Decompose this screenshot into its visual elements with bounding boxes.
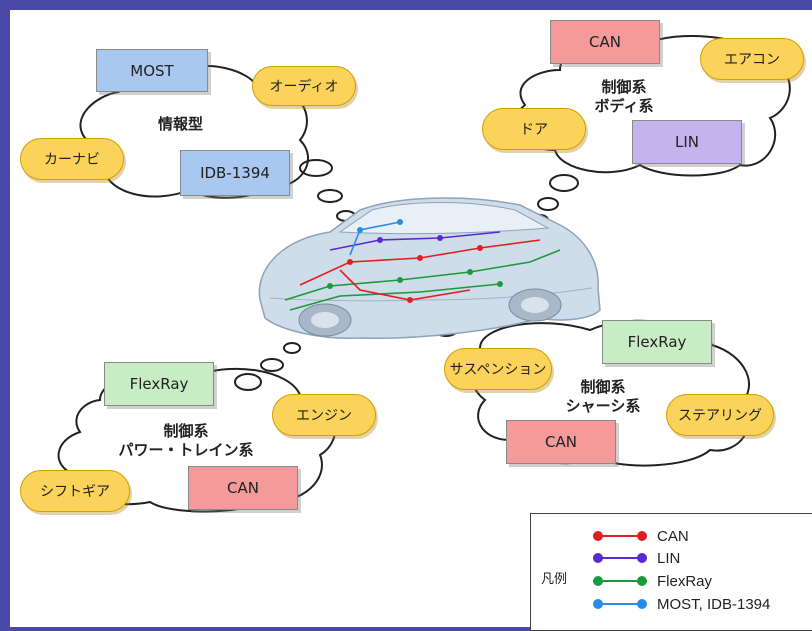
car-navi-device-pill: カーナビ: [20, 138, 124, 180]
bubble: [299, 159, 333, 177]
bubble: [234, 373, 262, 391]
idb-1394-network-box: IDB-1394: [180, 150, 290, 196]
engine-device-pill: エンジン: [272, 394, 376, 436]
powertrain-cluster-title-line1: 制御系: [163, 422, 209, 440]
chassis-cluster-title-line2: シャーシ系: [565, 397, 641, 415]
chassis-can-network-box: CAN: [506, 420, 616, 464]
legend-lin-line-swatch: [593, 553, 647, 563]
powertrain-cluster-title-line2: パワー・トレイン系: [118, 441, 254, 459]
legend-flexray-label: FlexRay: [657, 572, 713, 590]
chassis-flexray-network-box: FlexRay: [602, 320, 712, 364]
body-cluster-title-line2: ボディ系: [594, 97, 654, 115]
lin-network-box: LIN: [632, 120, 742, 164]
legend-title: 凡例: [541, 572, 568, 587]
legend-item-flexray: FlexRay: [593, 571, 712, 591]
shift-gear-device-pill: シフトギア: [20, 470, 130, 512]
car-illustration: [258, 197, 601, 340]
chassis-cluster-title-line1: 制御系: [580, 378, 626, 396]
body-cluster-title-line1: 制御系: [601, 78, 647, 96]
legend-lin-label: LIN: [657, 549, 681, 567]
suspension-device-pill: サスペンション: [444, 348, 552, 390]
legend-box: 凡例 CAN LIN FlexRay MOST, IDB-1394: [530, 513, 812, 631]
bubble: [283, 342, 301, 354]
legend-flexray-line-swatch: [593, 576, 647, 586]
bubble: [260, 358, 284, 372]
most-network-box: MOST: [96, 49, 208, 92]
legend-item-most-idb: MOST, IDB-1394: [593, 594, 770, 614]
door-device-pill: ドア: [482, 108, 586, 150]
chassis-cluster-title: 制御系 シャーシ系: [558, 378, 648, 416]
legend-can-line-swatch: [593, 531, 647, 541]
legend-can-label: CAN: [657, 527, 689, 545]
legend-most-idb-label: MOST, IDB-1394: [657, 595, 771, 613]
powertrain-cluster-title: 制御系 パワー・トレイン系: [106, 422, 266, 460]
info-cluster-title: 情報型: [158, 115, 204, 133]
legend-item-lin: LIN: [593, 548, 680, 568]
body-cluster-title: 制御系 ボディ系: [588, 78, 660, 116]
body-can-network-box: CAN: [550, 20, 660, 64]
steering-device-pill: ステアリング: [666, 394, 774, 436]
bubble: [317, 189, 343, 203]
legend-item-can: CAN: [593, 526, 689, 546]
powertrain-can-network-box: CAN: [188, 466, 298, 510]
audio-device-pill: オーディオ: [252, 66, 356, 106]
bubble: [537, 197, 559, 211]
powertrain-flexray-network-box: FlexRay: [104, 362, 214, 406]
aircon-device-pill: エアコン: [700, 38, 804, 80]
bubble: [549, 174, 579, 192]
legend-most-idb-line-swatch: [593, 599, 647, 609]
